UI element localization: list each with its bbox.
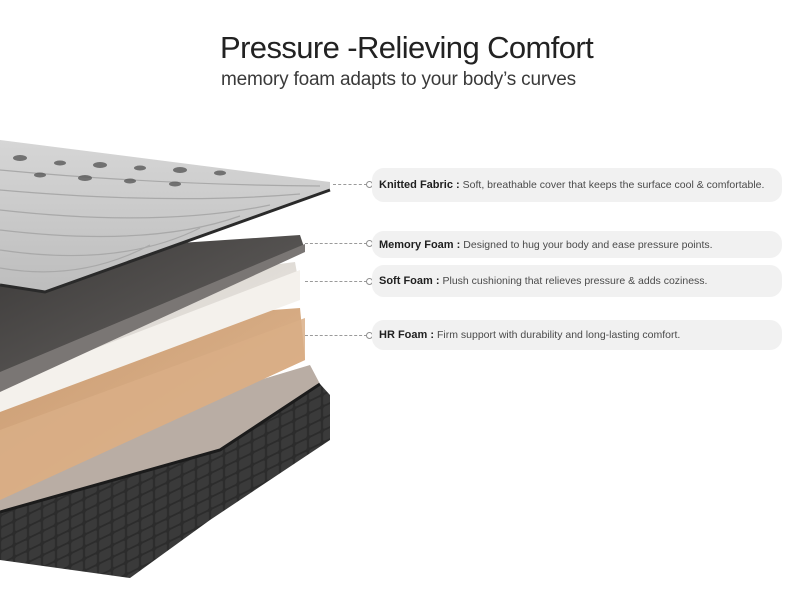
- callout-description: Soft, breathable cover that keeps the su…: [462, 179, 765, 191]
- page-title: Pressure -Relieving Comfort: [220, 30, 594, 65]
- callout-soft-foam: Soft Foam : Plush cushioning that reliev…: [372, 265, 782, 297]
- mattress-layers-illustration: [0, 120, 360, 600]
- callout-knitted-fabric: Knitted Fabric : Soft, breathable cover …: [372, 168, 782, 202]
- callout-label: Soft Foam :: [379, 275, 440, 287]
- base-layer: [0, 365, 330, 578]
- callout-hr-foam: HR Foam : Firm support with durability a…: [372, 320, 782, 350]
- callout-label: HR Foam :: [379, 329, 434, 341]
- callout-description: Designed to hug your body and ease press…: [463, 238, 713, 251]
- callout-description: Firm support with durability and long-la…: [437, 329, 681, 341]
- page-subtitle: memory foam adapts to your body’s curves: [221, 69, 576, 90]
- callout-label: Memory Foam :: [379, 238, 461, 251]
- callout-description: Plush cushioning that relieves pressure …: [442, 275, 708, 287]
- knitted-fabric-layer: [0, 140, 331, 294]
- callout-label: Knitted Fabric :: [379, 179, 460, 191]
- callout-memory-foam: Memory Foam : Designed to hug your body …: [372, 231, 782, 258]
